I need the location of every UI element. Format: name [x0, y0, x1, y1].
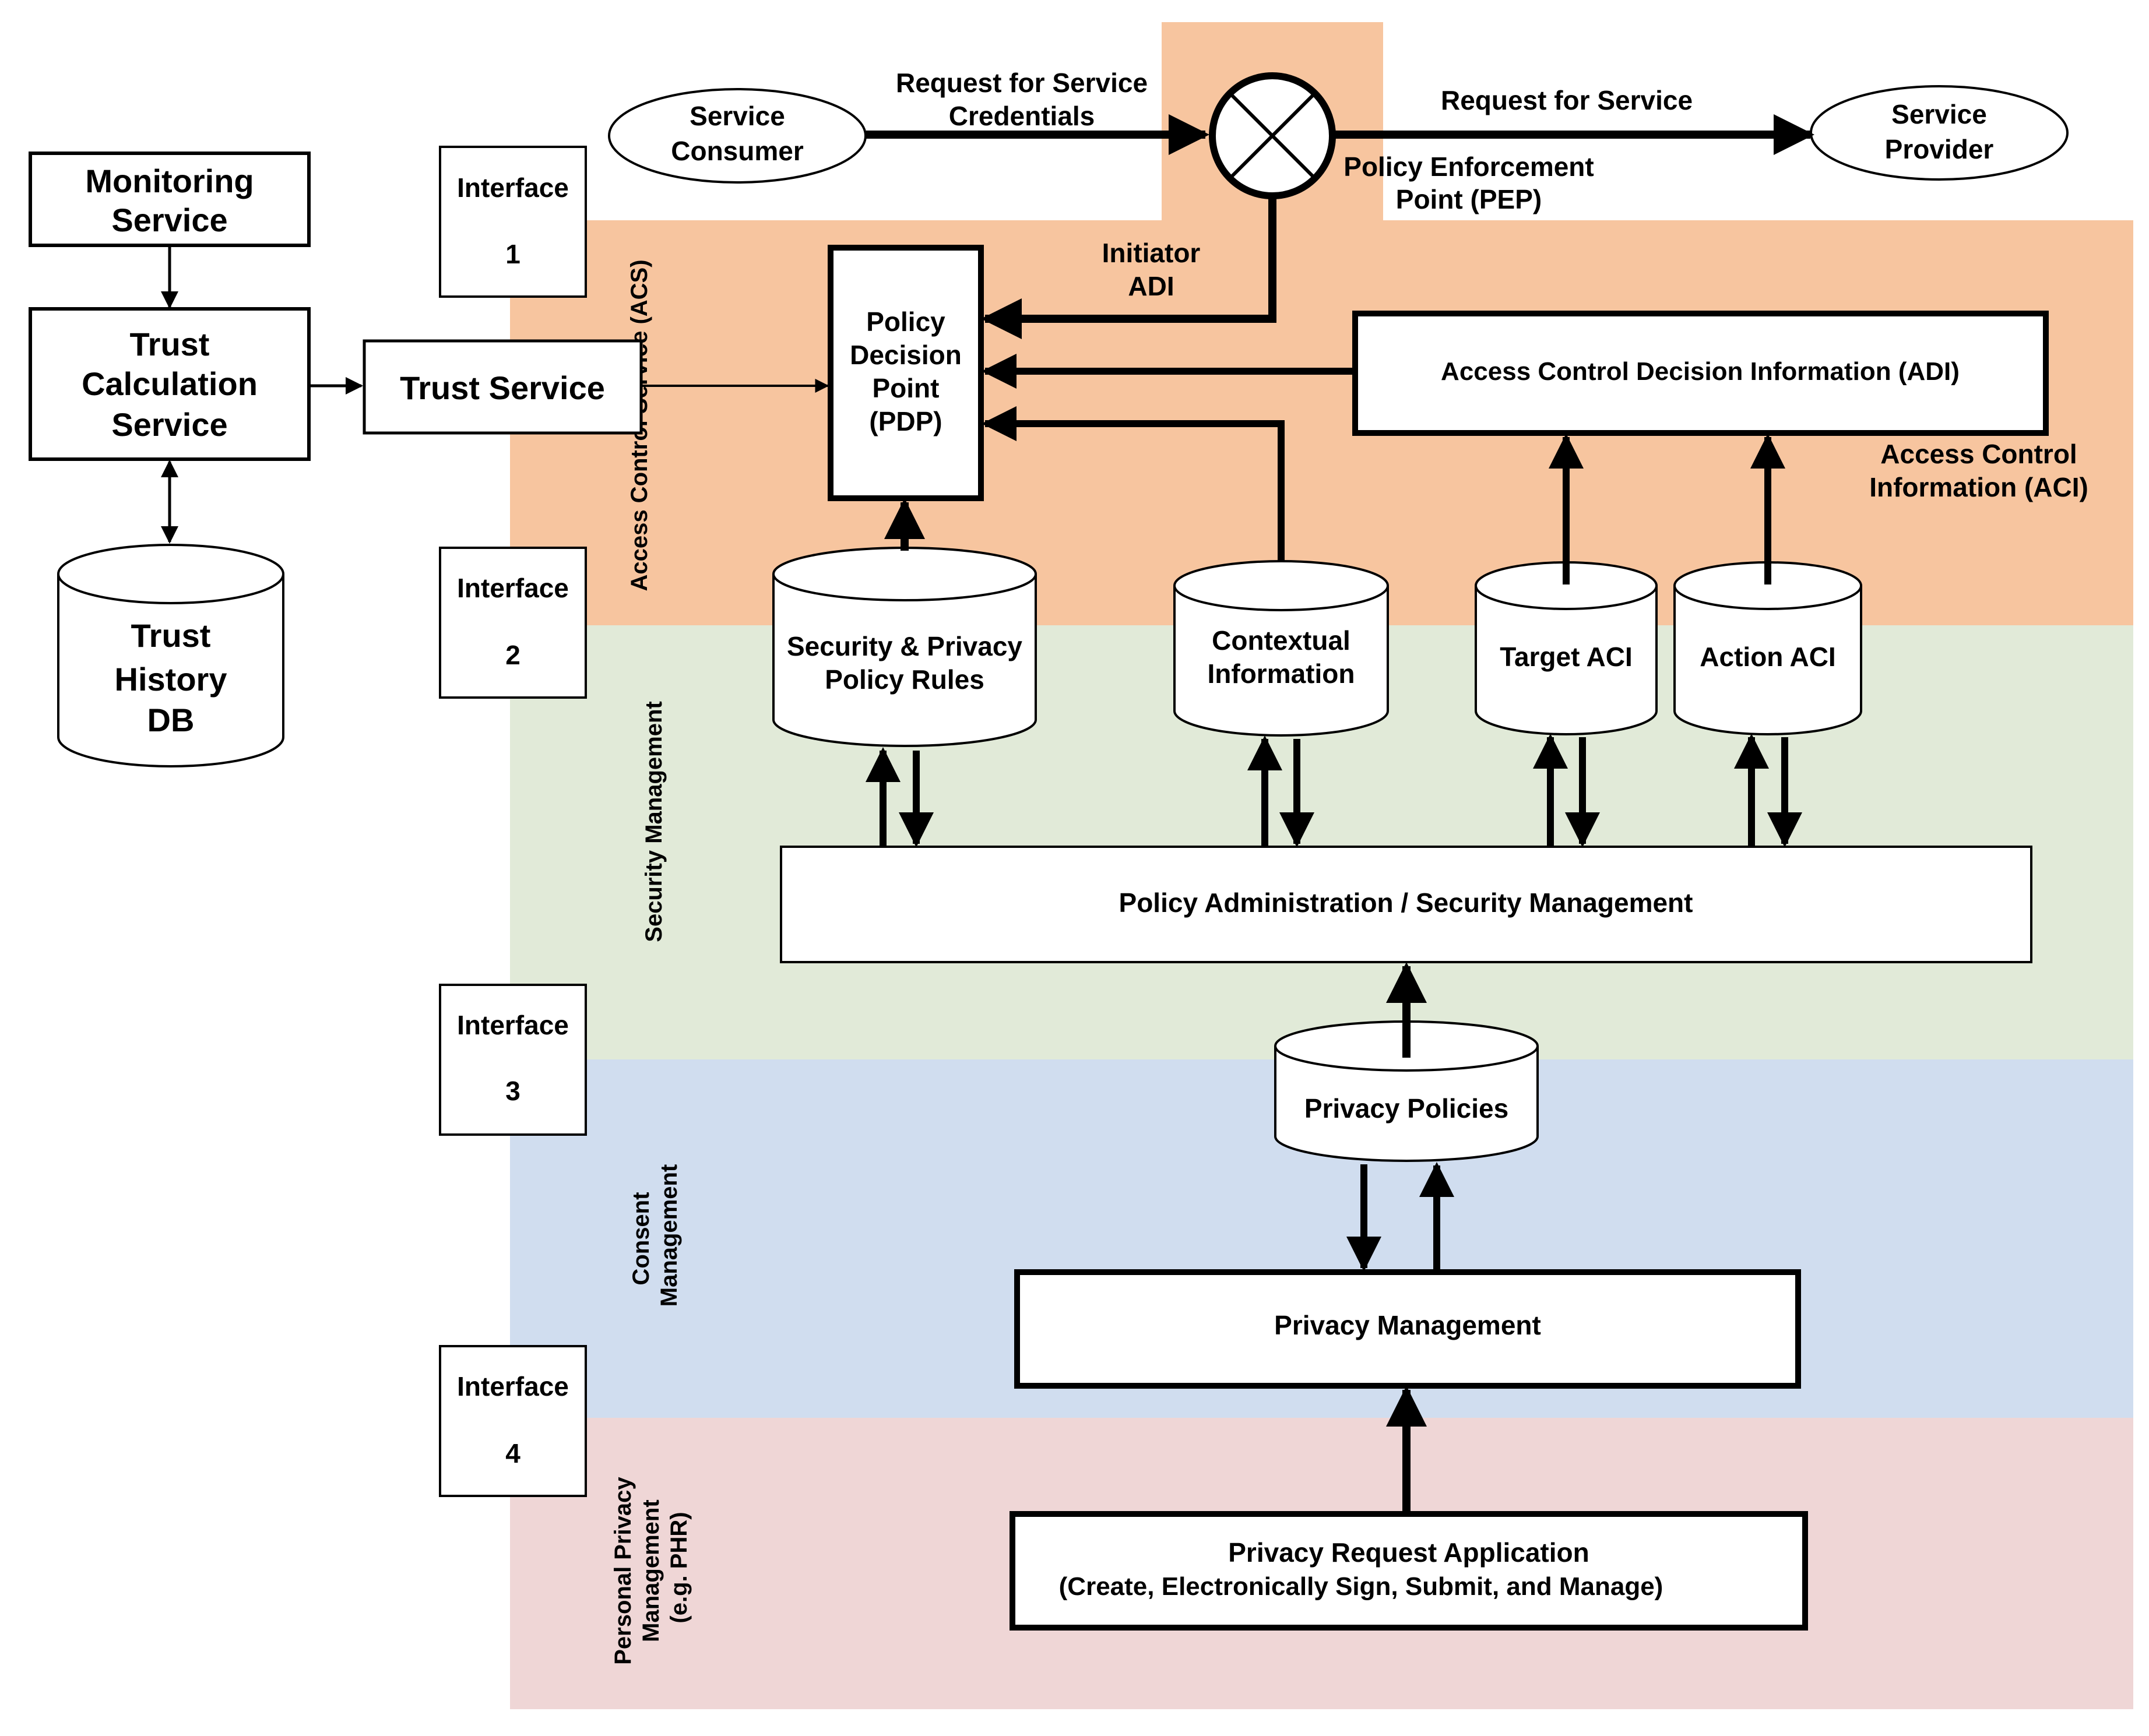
- interface-4-box: Interface 4: [439, 1345, 587, 1497]
- rules-label-line1: Security & Privacy: [787, 631, 1022, 661]
- pdp-label-line2: Decision: [850, 340, 962, 370]
- service-consumer-ellipse: Service Consumer: [608, 88, 867, 184]
- arrow-pep-to-pdp-initiator: [981, 196, 1276, 339]
- adi-label: Access Control Decision Information (ADI…: [1441, 357, 1960, 386]
- monitoring-service-label-line2: Service: [111, 202, 227, 238]
- adi-box: Access Control Decision Information (ADI…: [1352, 311, 2049, 436]
- arrow-contextual-to-pdp: [982, 406, 1285, 562]
- contextual-label-line1: Contextual: [1212, 625, 1350, 656]
- pep-cross-circle-icon: [1209, 72, 1336, 199]
- pdp-label-line4: (PDP): [869, 406, 942, 436]
- trust-service-label: Trust Service: [400, 369, 605, 406]
- interface-1-title: Interface: [457, 172, 569, 203]
- contextual-information-db: Contextual Information: [1173, 560, 1389, 737]
- aci-label-line1: Access Control: [1880, 439, 2077, 469]
- interface-2-number: 2: [505, 640, 520, 670]
- trust-db-label-line2: History: [115, 661, 227, 698]
- action-aci-db: Action ACI: [1673, 561, 1862, 735]
- consumer-label-line2: Consumer: [671, 136, 804, 166]
- privacy-policies-label: Privacy Policies: [1304, 1093, 1508, 1124]
- initiator-label-line1: Initiator: [1102, 238, 1201, 268]
- request-service-label: Request for Service: [1441, 85, 1693, 115]
- request-credentials-label-line1: Request for Service: [896, 68, 1148, 98]
- personal-zone-label: Personal Privacy Management (e.g. PHR): [610, 1470, 692, 1665]
- monitoring-service-box: Monitoring Service: [29, 152, 311, 247]
- rules-label-line2: Policy Rules: [825, 664, 984, 695]
- request-credentials-label-line2: Credentials: [949, 101, 1095, 131]
- monitoring-service-label-line1: Monitoring: [85, 163, 254, 199]
- consent-zone-label: Consent Management: [628, 1164, 682, 1307]
- aci-label-line2: Information (ACI): [1869, 472, 2088, 502]
- interface-3-box: Interface 3: [439, 984, 587, 1136]
- policy-administration-box: Policy Administration / Security Managem…: [780, 846, 2032, 963]
- action-aci-label: Action ACI: [1700, 642, 1835, 672]
- service-provider-ellipse: Service Provider: [1810, 85, 2069, 181]
- interface-2-title: Interface: [457, 573, 569, 603]
- interface-4-title: Interface: [457, 1371, 569, 1402]
- trust-calc-label-line3: Service: [111, 406, 227, 443]
- privacy-policies-db: Privacy Policies: [1274, 1020, 1539, 1162]
- trust-calc-label-line2: Calculation: [82, 365, 258, 402]
- privacy-management-box: Privacy Management: [1014, 1269, 1801, 1389]
- pdp-label-line3: Point: [873, 373, 940, 403]
- provider-label-line1: Service: [1891, 99, 1987, 129]
- pep-label-line1: Policy Enforcement: [1343, 152, 1594, 182]
- trust-calc-label-line1: Trust: [130, 326, 210, 362]
- interface-1-box: Interface 1: [439, 146, 587, 298]
- privacy-app-label-line1: Privacy Request Application: [1228, 1537, 1589, 1568]
- pep-label-line2: Point (PEP): [1396, 184, 1542, 214]
- trust-db-label-line1: Trust: [131, 617, 211, 654]
- privacy-app-label-line2: (Create, Electronically Sign, Submit, an…: [1059, 1572, 1663, 1601]
- provider-label-line2: Provider: [1885, 134, 1994, 164]
- contextual-label-line2: Information: [1208, 659, 1355, 689]
- consumer-label-line1: Service: [690, 101, 785, 131]
- target-aci-db: Target ACI: [1475, 561, 1658, 735]
- security-privacy-policy-rules-db: Security & Privacy Policy Rules: [772, 547, 1037, 747]
- security-zone-label: Security Management: [641, 701, 667, 942]
- trust-db-label-line3: DB: [147, 702, 195, 738]
- privacy-request-application-box: Privacy Request Application (Create, Ele…: [1010, 1511, 1808, 1631]
- pdp-label-line1: Policy: [866, 307, 945, 337]
- interface-1-number: 1: [505, 239, 520, 269]
- interface-2-box: Interface 2: [439, 547, 587, 699]
- interface-3-number: 3: [505, 1076, 520, 1106]
- interface-3-title: Interface: [457, 1010, 569, 1040]
- policy-decision-point-box: Policy Decision Point (PDP): [828, 245, 984, 501]
- trust-calculation-service-box: Trust Calculation Service: [29, 307, 311, 461]
- target-aci-label: Target ACI: [1500, 642, 1632, 672]
- privacy-management-label: Privacy Management: [1274, 1310, 1541, 1340]
- trust-service-box: Trust Service: [363, 339, 643, 435]
- interface-4-number: 4: [505, 1438, 520, 1469]
- trust-history-db-cylinder: Trust History DB: [57, 544, 284, 767]
- policy-admin-label: Policy Administration / Security Managem…: [1119, 888, 1693, 918]
- initiator-label-line2: ADI: [1128, 271, 1174, 301]
